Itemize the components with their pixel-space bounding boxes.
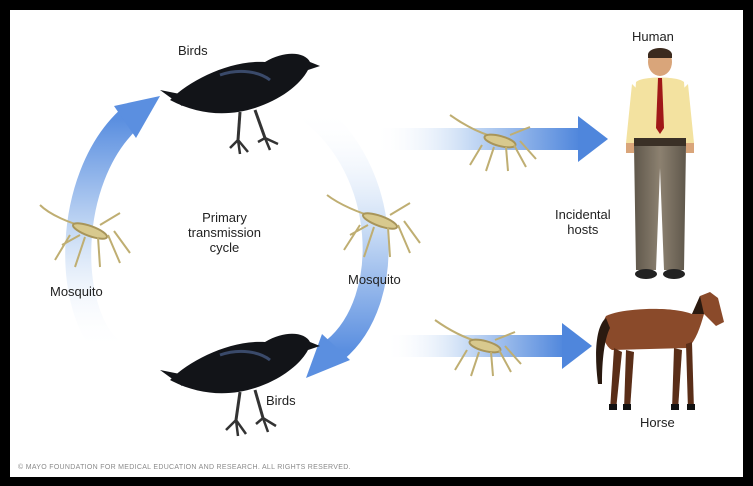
footer-strip: © MAYO FOUNDATION FOR MEDICAL EDUCATION … — [10, 462, 743, 477]
label-birds-bottom: Birds — [266, 393, 296, 408]
bird-top-figure — [160, 54, 320, 154]
label-mosquito-right: Mosquito — [348, 272, 401, 287]
human-figure — [626, 48, 694, 279]
cycle-arrow-right — [306, 110, 376, 378]
label-birds-top: Birds — [178, 43, 208, 58]
center-label-line-2: transmission — [188, 225, 261, 240]
label-mosquito-left: Mosquito — [50, 284, 103, 299]
incidental-label-line-2: hosts — [555, 222, 611, 237]
incidental-label-line-1: Incidental — [555, 207, 611, 222]
diagram-panel: Birds Birds Mosquito Mosquito Human Hors… — [10, 10, 743, 462]
bird-bottom-figure — [160, 334, 320, 436]
label-human: Human — [632, 29, 674, 44]
incidental-hosts-label: Incidental hosts — [555, 207, 611, 237]
center-cycle-label: Primary transmission cycle — [188, 210, 261, 255]
label-horse: Horse — [640, 415, 675, 430]
center-label-line-3: cycle — [188, 240, 261, 255]
diagram-art — [10, 10, 743, 462]
center-label-line-1: Primary — [188, 210, 261, 225]
copyright-text: © MAYO FOUNDATION FOR MEDICAL EDUCATION … — [18, 464, 351, 471]
horse-figure — [596, 292, 724, 410]
cycle-arrow-left — [78, 96, 160, 350]
